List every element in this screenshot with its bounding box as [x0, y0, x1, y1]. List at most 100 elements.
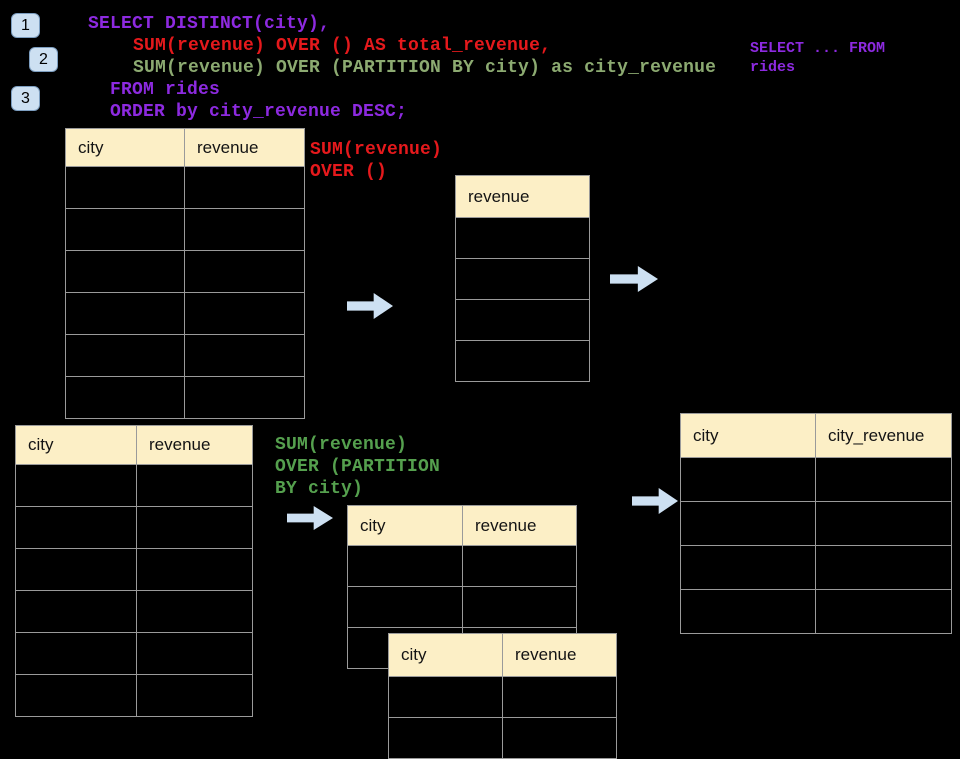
table-row: [456, 341, 590, 382]
sql-line-total: SUM(revenue) OVER () AS total_revenue,: [133, 36, 552, 56]
empty-cell: [185, 167, 305, 209]
empty-cell: [456, 300, 590, 341]
table-row: [389, 718, 617, 759]
empty-cell: [503, 718, 617, 759]
empty-cell: [137, 633, 253, 675]
table-header-row: revenue: [456, 176, 590, 218]
empty-cell: [389, 718, 503, 759]
table-row: [16, 549, 253, 591]
table-row: [456, 259, 590, 300]
empty-cell: [185, 251, 305, 293]
empty-cell: [137, 675, 253, 717]
table-row: [66, 209, 305, 251]
empty-cell: [681, 458, 816, 502]
empty-cell: [66, 335, 185, 377]
empty-cell: [66, 209, 185, 251]
empty-cell: [66, 251, 185, 293]
empty-cell: [16, 549, 137, 591]
empty-cell: [16, 465, 137, 507]
arrow-partitions-to-result-icon: [632, 488, 678, 514]
empty-cell: [681, 502, 816, 546]
table-revenue-only: revenue: [455, 175, 590, 382]
empty-cell: [185, 293, 305, 335]
table-row: [16, 591, 253, 633]
step-badge-3: 3: [11, 86, 40, 111]
empty-cell: [185, 335, 305, 377]
table-row: [681, 546, 952, 590]
empty-cell: [503, 677, 617, 718]
table-row: [348, 546, 577, 587]
empty-cell: [816, 458, 952, 502]
table-row: [66, 251, 305, 293]
label-total-revenue-line-1: SUM(revenue): [310, 140, 443, 160]
empty-cell: [456, 259, 590, 300]
table-row: [66, 335, 305, 377]
empty-cell: [185, 377, 305, 419]
table-row: [16, 675, 253, 717]
empty-cell: [185, 209, 305, 251]
arrow-revenue-to-total-icon: [610, 266, 658, 292]
column-header: city: [66, 129, 185, 167]
sql-line-select: SELECT DISTINCT(city),: [88, 14, 331, 34]
column-header: revenue: [137, 426, 253, 465]
column-header: city_revenue: [816, 414, 952, 458]
empty-cell: [137, 549, 253, 591]
empty-cell: [66, 167, 185, 209]
sql-side-line-2: rides: [750, 59, 796, 76]
empty-cell: [66, 293, 185, 335]
arrow-source-to-partitions-icon: [287, 506, 333, 530]
table-row: [66, 167, 305, 209]
label-partition-line-2: OVER (PARTITION: [275, 457, 441, 477]
empty-cell: [348, 587, 463, 628]
column-header: city: [389, 634, 503, 677]
empty-cell: [463, 587, 577, 628]
label-partition-line-1: SUM(revenue): [275, 435, 408, 455]
empty-cell: [137, 591, 253, 633]
empty-cell: [816, 546, 952, 590]
empty-cell: [16, 675, 137, 717]
column-header: revenue: [463, 506, 577, 546]
sql-side-line-1: SELECT ... FROM: [750, 40, 886, 57]
table-row: [389, 677, 617, 718]
empty-cell: [681, 546, 816, 590]
empty-cell: [16, 633, 137, 675]
table-row: [66, 377, 305, 419]
empty-cell: [681, 590, 816, 634]
empty-cell: [816, 590, 952, 634]
label-partition-line-3: BY city): [275, 479, 364, 499]
sql-line-order: ORDER by city_revenue DESC;: [110, 102, 408, 122]
empty-cell: [463, 546, 577, 587]
table-row: [16, 633, 253, 675]
empty-cell: [348, 546, 463, 587]
table-row: [348, 587, 577, 628]
column-header: city: [348, 506, 463, 546]
column-header: revenue: [503, 634, 617, 677]
sql-line-from: FROM rides: [110, 80, 221, 100]
empty-cell: [16, 591, 137, 633]
table-row: [66, 293, 305, 335]
table-row: [681, 590, 952, 634]
column-header: city: [16, 426, 137, 465]
table-row: [681, 458, 952, 502]
column-header: city: [681, 414, 816, 458]
step-badge-1: 1: [11, 13, 40, 38]
table-row: [456, 300, 590, 341]
empty-cell: [456, 218, 590, 259]
step-badge-2: 2: [29, 47, 58, 72]
empty-cell: [137, 507, 253, 549]
table-row: [456, 218, 590, 259]
table-row: [16, 507, 253, 549]
label-total-revenue-line-2: OVER (): [310, 162, 388, 182]
empty-cell: [16, 507, 137, 549]
empty-cell: [816, 502, 952, 546]
empty-cell: [66, 377, 185, 419]
